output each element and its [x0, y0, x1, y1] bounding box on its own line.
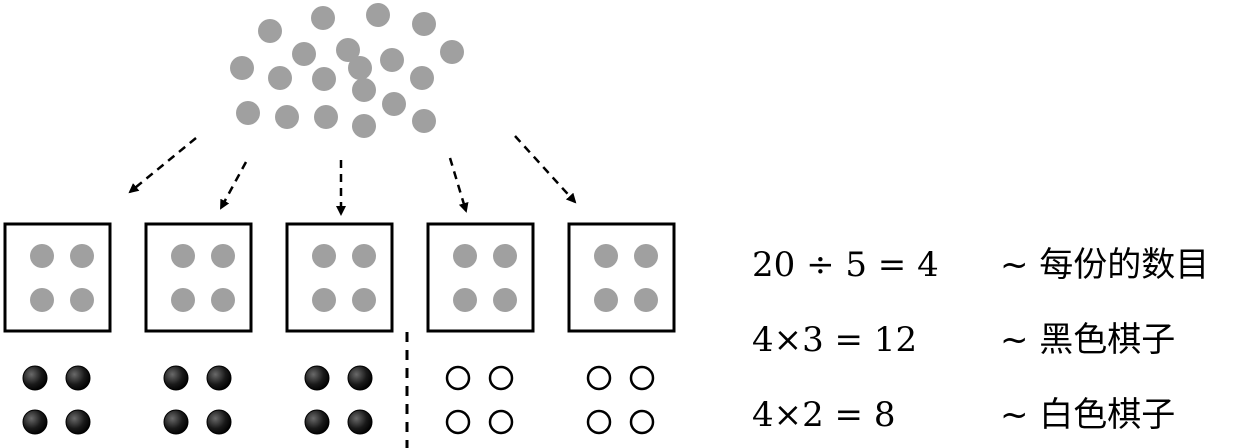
black-piece [65, 365, 91, 391]
equation-note-3: ~ 白色棋子 [1000, 395, 1176, 435]
pile-piece [412, 109, 436, 133]
dashed-arrow [448, 157, 469, 213]
black-piece [304, 365, 330, 391]
black-piece [347, 365, 373, 391]
black-piece [206, 409, 232, 435]
pile-piece [268, 66, 292, 90]
pile-piece [366, 3, 390, 27]
group-frame [285, 222, 394, 333]
black-piece [347, 409, 373, 435]
dashed-arrow [514, 135, 577, 204]
group-frame [567, 222, 676, 333]
pile-piece [292, 42, 316, 66]
black-piece-group [22, 365, 91, 435]
white-piece [629, 409, 655, 435]
group-piece [453, 288, 477, 312]
white-piece-group [445, 365, 514, 435]
group-piece [70, 244, 94, 268]
group-piece [171, 288, 195, 312]
group-piece [211, 244, 235, 268]
pile-piece [380, 48, 404, 72]
white-piece [445, 365, 471, 391]
piece-pile [230, 3, 464, 138]
white-piece [629, 365, 655, 391]
group-piece [352, 288, 376, 312]
group-piece [493, 244, 517, 268]
equation-formula-3: 4×2 = 8 [752, 395, 896, 435]
pile-piece [311, 6, 335, 30]
black-piece [22, 409, 48, 435]
group-box [285, 222, 394, 333]
black-piece-group [163, 365, 232, 435]
white-piece [586, 365, 612, 391]
white-piece [488, 409, 514, 435]
group-piece [312, 288, 336, 312]
dashed-arrow [219, 161, 248, 210]
group-piece [30, 288, 54, 312]
pile-piece [348, 56, 372, 80]
white-piece [586, 409, 612, 435]
black-piece [206, 365, 232, 391]
white-piece [488, 365, 514, 391]
group-piece [352, 244, 376, 268]
equation-formula-1: 20 ÷ 5 = 4 [752, 245, 939, 285]
group-piece [493, 288, 517, 312]
group-box [426, 222, 535, 333]
dashed-arrow [128, 137, 197, 194]
group-frame [426, 222, 535, 333]
pile-piece [230, 56, 254, 80]
group-piece [594, 288, 618, 312]
black-piece [163, 365, 189, 391]
black-piece [65, 409, 91, 435]
white-piece-group [586, 365, 655, 435]
group-frame [144, 222, 253, 333]
black-piece [304, 409, 330, 435]
group-piece [171, 244, 195, 268]
pile-piece [382, 92, 406, 116]
white-piece [445, 409, 471, 435]
group-piece [211, 288, 235, 312]
group-box [144, 222, 253, 333]
group-piece [634, 244, 658, 268]
equation-note-2: ~ 黑色棋子 [1000, 320, 1176, 360]
group-piece [312, 244, 336, 268]
pile-piece [410, 66, 434, 90]
group-box [567, 222, 676, 333]
distribution-arrows [128, 135, 577, 216]
pile-piece [312, 67, 336, 91]
equation-formula-2: 4×3 = 12 [752, 320, 918, 360]
black-piece [22, 365, 48, 391]
group-piece [30, 244, 54, 268]
black-piece [163, 409, 189, 435]
group-piece [594, 244, 618, 268]
pile-piece [336, 38, 360, 62]
group-frame [3, 222, 112, 333]
pile-piece [314, 105, 338, 129]
pile-piece [352, 78, 376, 102]
group-piece [453, 244, 477, 268]
pile-piece [236, 101, 260, 125]
group-piece [634, 288, 658, 312]
pile-piece [352, 114, 376, 138]
equation-note-1: ~ 每份的数目 [1000, 245, 1210, 285]
colored-pieces [22, 365, 655, 435]
group-piece [70, 288, 94, 312]
pile-piece [275, 105, 299, 129]
pile-piece [412, 12, 436, 36]
black-piece-group [304, 365, 373, 435]
pile-piece [258, 19, 282, 43]
pile-piece [440, 40, 464, 64]
group-box [3, 222, 112, 333]
group-boxes [3, 222, 676, 333]
